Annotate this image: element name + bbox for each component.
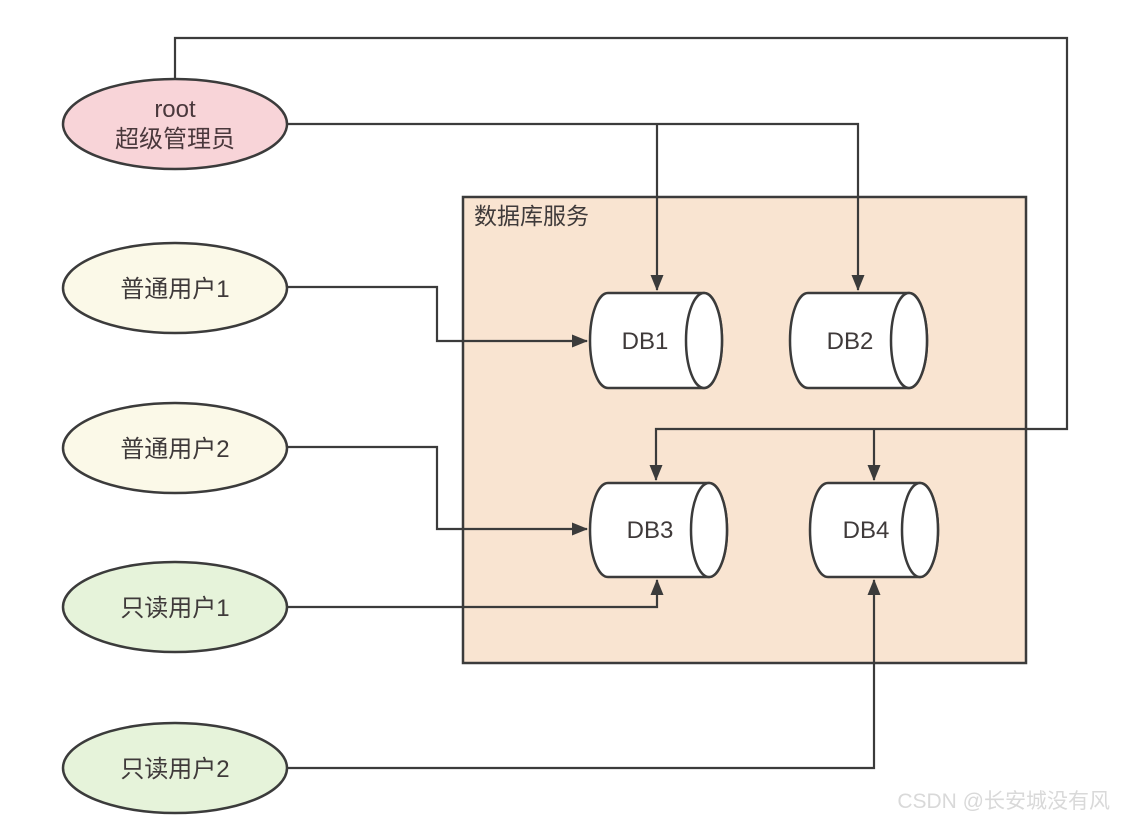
node-readonly-user-1: 只读用户1: [61, 560, 289, 654]
db2-label: DB2: [827, 328, 874, 355]
db1-cylinder-cap: [684, 291, 724, 390]
node-db1: DB1: [588, 291, 724, 390]
db4-label: DB4: [843, 517, 890, 544]
node-root-admin: root 超级管理员: [61, 77, 289, 171]
connector-root-to-db2: [287, 122, 865, 291]
node-normal-user-2: 普通用户2: [61, 401, 289, 495]
connectors: [173, 36, 1069, 770]
connector-reader2-to-db4: [287, 579, 881, 770]
normal-user-2-ellipse: [61, 401, 289, 495]
readonly-user-2-label: 只读用户2: [120, 756, 229, 783]
normal-user-1-ellipse: [61, 241, 289, 335]
readonly-user-1-label: 只读用户1: [120, 595, 229, 622]
db1-label: DB1: [622, 328, 669, 355]
readonly-user-2-ellipse: [61, 721, 289, 815]
normal-user-1-label: 普通用户1: [120, 276, 229, 303]
root-admin-label-line1: root: [154, 96, 196, 123]
root-admin-label-line2: 超级管理员: [115, 126, 235, 153]
db4-cylinder-cap: [900, 481, 940, 579]
db-service-box-label: 数据库服务: [474, 203, 589, 229]
readonly-user-1-ellipse: [61, 560, 289, 654]
node-normal-user-1: 普通用户1: [61, 241, 289, 335]
connector-user2-to-db3: [287, 445, 588, 536]
node-db2: DB2: [788, 291, 929, 390]
normal-user-2-label: 普通用户2: [120, 436, 229, 463]
watermark: CSDN @长安城没有风: [897, 790, 1110, 813]
node-readonly-user-2: 只读用户2: [61, 721, 289, 815]
db3-label: DB3: [627, 517, 674, 544]
connector-user1-to-db1: [287, 285, 588, 348]
connector-root-to-db3: [173, 36, 1069, 481]
db2-cylinder-cap: [889, 291, 929, 390]
node-db3: DB3: [588, 481, 729, 579]
root-admin-ellipse: [61, 77, 289, 171]
node-db4: DB4: [808, 481, 940, 579]
connector-reader1-to-db3: [287, 579, 664, 609]
db3-cylinder-cap: [689, 481, 729, 579]
